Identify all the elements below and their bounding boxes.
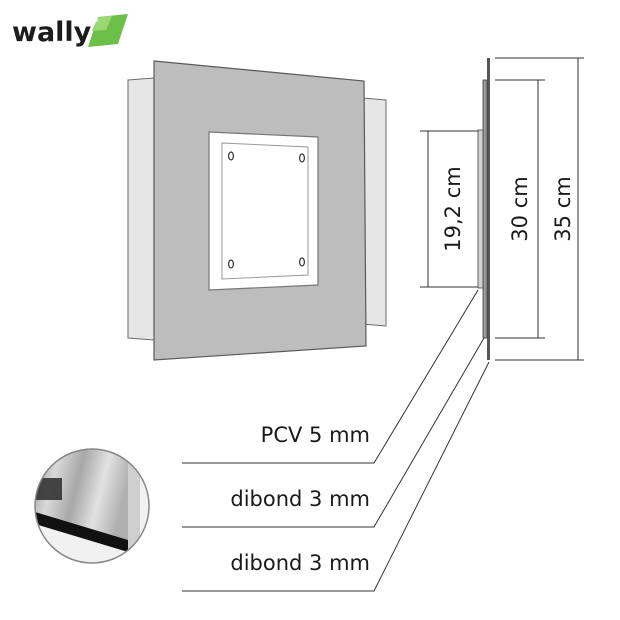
leader-dibond-2 [182, 361, 490, 592]
layer-label-dibond-1: dibond 3 mm [230, 487, 370, 511]
screw-icon [228, 151, 235, 161]
dimension-lines [420, 57, 584, 361]
leader-dibond-1 [182, 337, 485, 528]
logo-superscript: ® [94, 18, 99, 24]
layer-label-dibond-2: dibond 3 mm [230, 551, 370, 575]
material-zoom-detail [34, 448, 150, 564]
back-panel-left [127, 77, 155, 341]
logo-tag-highlight [92, 16, 112, 31]
leader-pvc [182, 289, 479, 464]
wally-logo: wally ® [12, 14, 128, 48]
profile-layer-back [487, 58, 490, 360]
insert-window [221, 142, 309, 280]
screw-icon [299, 257, 306, 267]
leader-lines [182, 289, 490, 592]
screw-icon [299, 153, 306, 163]
dark-edge-layer [35, 512, 128, 552]
profile-layer-middle [482, 79, 488, 339]
sign-side-profile [477, 58, 490, 360]
profile-layer-front [477, 129, 484, 289]
logo-text: wally [12, 17, 92, 48]
dim-middle-label: 30 cm [508, 176, 532, 241]
engraved-lettering [35, 478, 62, 500]
sign-front-view [127, 60, 387, 361]
zoom-circle-border [34, 448, 150, 564]
layer-label-pvc: PCV 5 mm [261, 423, 370, 447]
dim-inner-label: 19,2 cm [441, 166, 465, 251]
panel-edge [128, 449, 140, 552]
dim-outer-label: 35 cm [551, 176, 575, 241]
screw-icon [228, 259, 235, 269]
